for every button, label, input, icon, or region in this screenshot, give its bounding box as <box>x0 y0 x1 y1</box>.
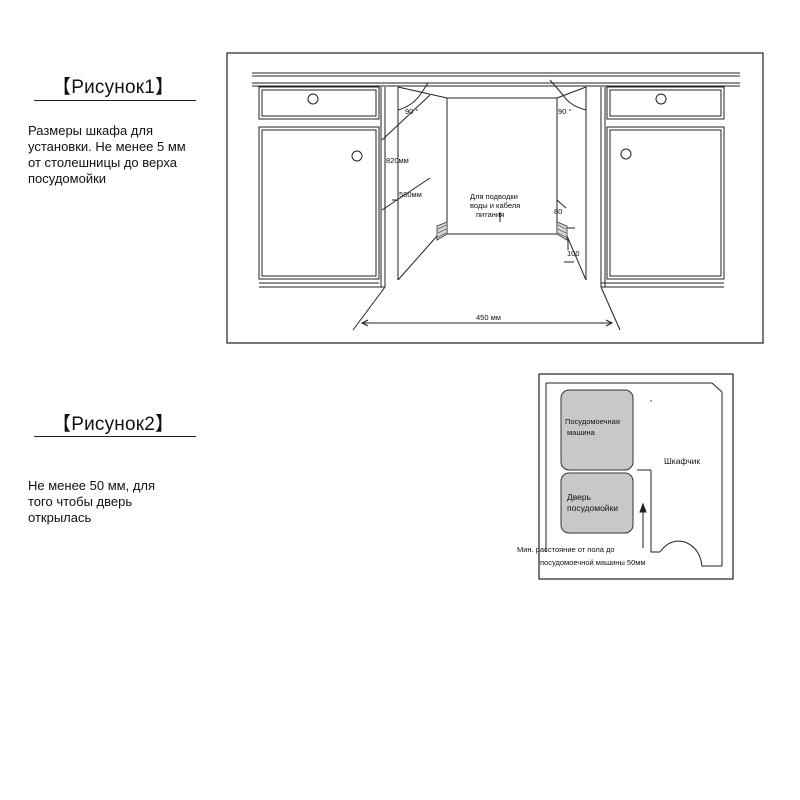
depth-label: 580мм <box>399 190 422 199</box>
door-label-line1: Дверь <box>567 492 592 502</box>
dishwasher-label-line1: Посудомоечная <box>565 417 620 426</box>
figure1-title: 【Рисунок1】 <box>52 77 175 98</box>
figure2-title-underline <box>34 436 196 437</box>
gap-100-label: 100 <box>567 249 580 258</box>
figure2-description: Не менее 50 мм, для того чтобы дверь отк… <box>28 478 156 525</box>
height-label: 820мм <box>386 156 409 165</box>
gap-80-label: 80 <box>554 207 562 216</box>
width-label: 450 мм <box>476 313 501 322</box>
connection-label-line1: Для подводки <box>470 192 518 201</box>
connection-label-line2: воды и кабеля <box>470 201 520 210</box>
figure1-title-underline <box>34 100 196 101</box>
door-label-line2: посудомойки <box>567 503 618 513</box>
angle-right-label: 90 ° <box>558 107 571 116</box>
min-distance-label-line2: посудомоечной машины 50мм <box>540 558 646 567</box>
figure1-description: Размеры шкафа для установки. Не менее 5 … <box>28 123 186 186</box>
angle-left-label: 90 ° <box>405 107 418 116</box>
min-distance-label-line1: Мин. расстояние от пола до <box>517 545 615 554</box>
figure2-title: 【Рисунок2】 <box>52 414 175 435</box>
connection-label-line3: питания <box>476 210 504 219</box>
dishwasher-label-line2: машина <box>567 428 596 437</box>
cabinet-label: Шкафчик <box>664 456 700 466</box>
